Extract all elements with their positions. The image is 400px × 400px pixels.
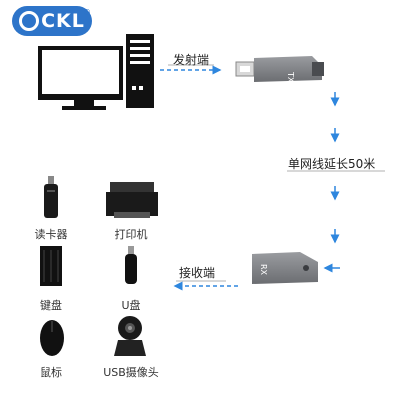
receiver-label: 接收端: [179, 266, 216, 280]
card-reader-icon: [44, 176, 58, 218]
logo-circle-mark: [19, 11, 40, 31]
printer-icon: [106, 182, 158, 218]
device-caption: U盘: [121, 299, 141, 312]
device-caption: 键盘: [40, 299, 62, 312]
logo-text: CKL: [41, 10, 85, 32]
mouse-icon: [40, 320, 64, 356]
usb-drive-icon: [125, 246, 137, 284]
device-caption: 打印机: [114, 228, 148, 241]
device-caption: USB摄像头: [103, 366, 159, 379]
registered-mark: ®: [83, 8, 91, 17]
webcam-icon: [114, 316, 146, 356]
monitor-icon: [38, 46, 123, 110]
rx-extender-icon: RX: [252, 252, 318, 284]
pc-tower-icon: [126, 34, 154, 108]
device-caption: 鼠标: [40, 366, 62, 379]
brand-logo: CKL: [12, 6, 92, 36]
device-caption: 读卡器: [34, 228, 68, 241]
transmitter-label: 发射端: [173, 53, 210, 67]
tx-extender-icon: TX: [235, 56, 324, 83]
extension-label: 单网线延长50米: [288, 157, 376, 171]
keyboard-icon: [40, 246, 62, 286]
tx-tag: TX: [286, 71, 295, 83]
rx-tag: RX: [259, 264, 268, 276]
